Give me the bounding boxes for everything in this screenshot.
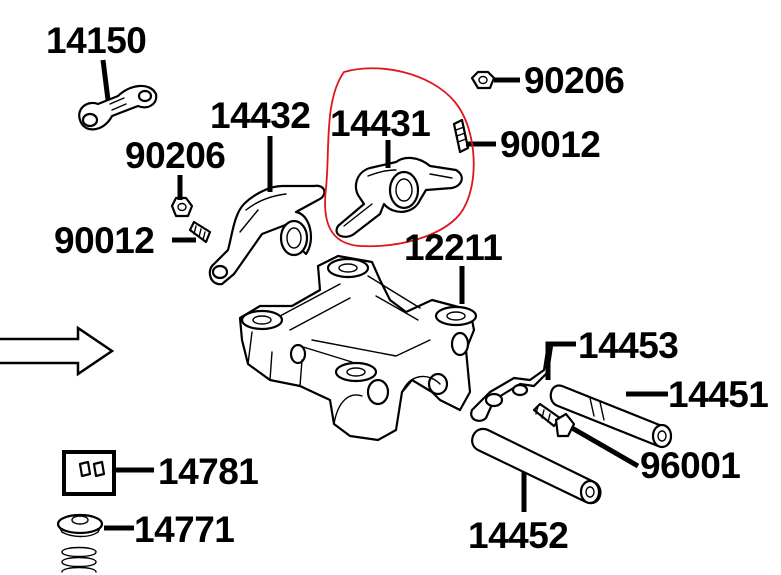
part-96001-bolt [532, 402, 576, 438]
part-90012-left-screw [188, 220, 212, 244]
label-14452: 14452 [468, 515, 568, 556]
part-14453-plate [470, 342, 554, 422]
label-14431: 14431 [330, 103, 430, 144]
label-14781: 14781 [158, 451, 258, 492]
leader-96001 [570, 425, 640, 469]
label-90012-left: 90012 [54, 220, 154, 261]
part-90206-top-nut [470, 70, 496, 90]
label-96001: 96001 [640, 445, 740, 486]
label-90206-top: 90206 [524, 60, 624, 101]
part-14451-shaft [549, 384, 673, 449]
part-14150-drawing [78, 84, 158, 131]
label-90012-right: 90012 [500, 124, 600, 165]
part-14771-retainer [56, 513, 104, 538]
direction-arrow-icon [0, 325, 115, 377]
part-90206-left-nut [170, 196, 194, 218]
label-12211: 12211 [404, 227, 502, 268]
label-90206-left: 90206 [125, 135, 225, 176]
part-14452-shaft [471, 427, 602, 505]
highlight-circle-14431 [324, 67, 475, 248]
label-14453: 14453 [578, 325, 678, 366]
part-14432-rocker-arm [208, 184, 326, 286]
label-14451: 14451 [668, 374, 768, 415]
part-90012-right-screw [452, 118, 470, 154]
label-14150: 14150 [46, 20, 146, 61]
leader-14453 [545, 341, 576, 380]
label-14771: 14771 [134, 509, 234, 550]
leader-14150 [100, 59, 111, 101]
part-14431-rocker-arm [335, 156, 463, 238]
part-14781-cotter [62, 450, 116, 496]
label-14432: 14432 [210, 95, 310, 136]
part-12211-holder [238, 254, 478, 442]
part-valve-spring [61, 546, 97, 573]
